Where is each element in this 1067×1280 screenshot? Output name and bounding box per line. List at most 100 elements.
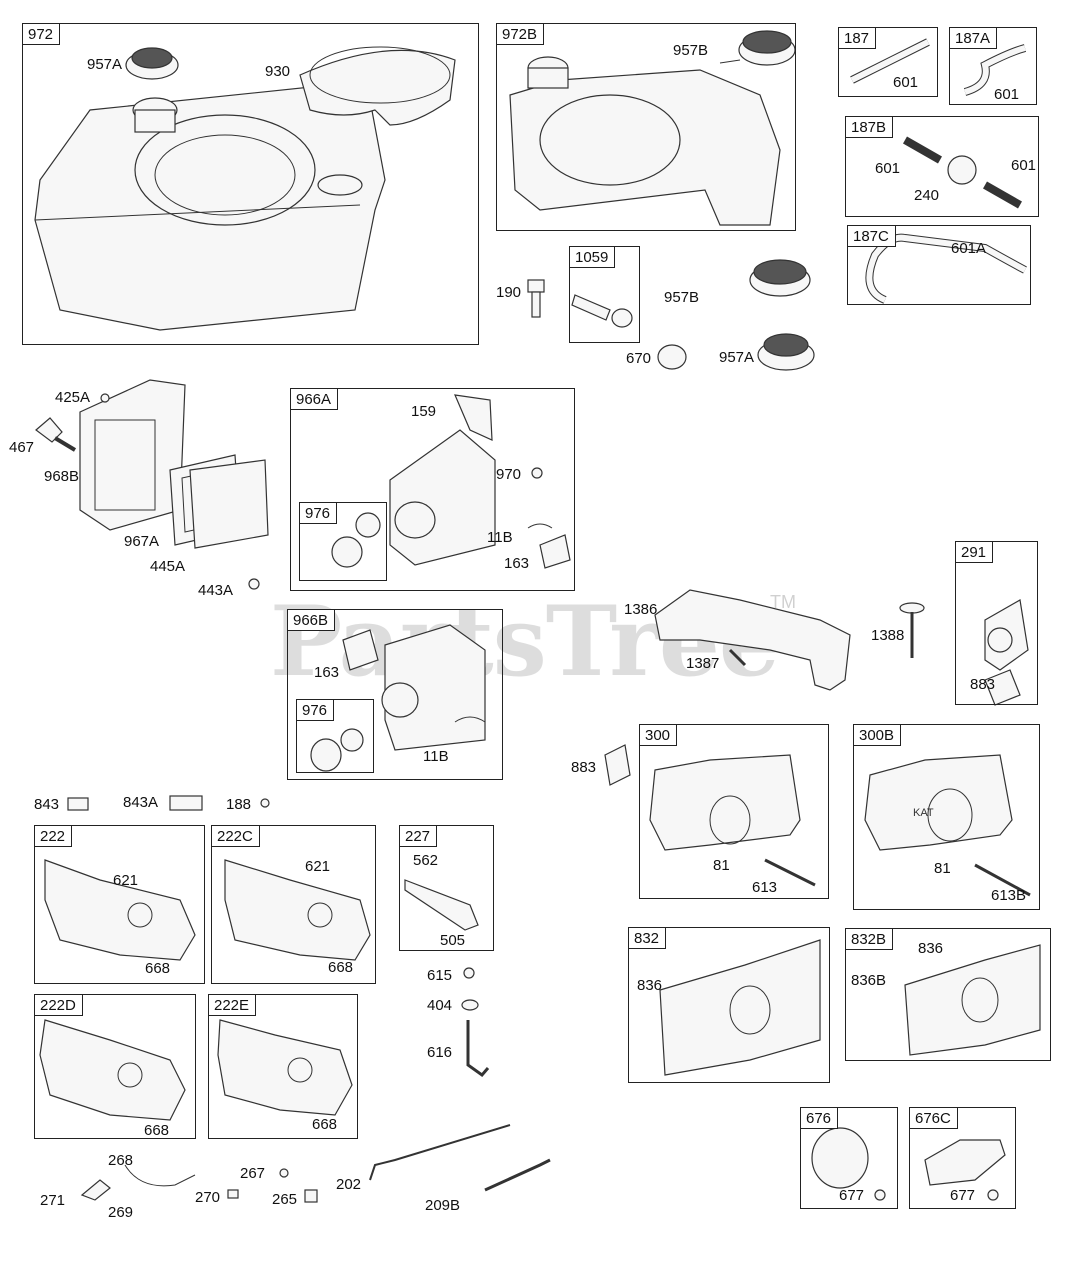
part-187-fuel-line — [850, 38, 930, 84]
box-676: 676 — [800, 1107, 898, 1209]
box-title: 1059 — [570, 247, 616, 268]
part-label: 836 — [637, 977, 663, 994]
part-label: 970 — [496, 466, 522, 483]
part-676C-cover — [924, 1139, 1006, 1186]
part-label: 613B — [991, 887, 1027, 904]
part-163-gasket-a — [539, 534, 571, 569]
box-972: 972 — [22, 23, 479, 345]
part-label: 601A — [951, 240, 987, 257]
box-187A: 187A — [949, 27, 1037, 105]
part-300B-muffler — [864, 754, 1013, 851]
part-190-bolt — [527, 279, 545, 318]
part-11B-clip-a — [527, 523, 553, 529]
part-label: 81 — [713, 857, 730, 874]
part-label: 957A — [719, 349, 755, 366]
part-227-control-lever — [404, 879, 479, 931]
part-445A-filter-frame — [189, 459, 269, 549]
box-title: 676 — [801, 1108, 839, 1129]
box-187: 187 — [838, 27, 938, 97]
part-label: 668 — [328, 959, 354, 976]
part-label: 209B — [425, 1197, 461, 1214]
part-label: 601 — [893, 74, 919, 91]
part-label: 616 — [427, 1044, 453, 1061]
part-425A-screw — [100, 393, 110, 403]
part-677-screw-a — [874, 1189, 886, 1201]
part-1059-bolt-washer — [571, 294, 633, 328]
part-label: 621 — [113, 872, 139, 889]
part-883-gasket-a — [984, 669, 1021, 706]
part-label: 562 — [413, 852, 439, 869]
part-label: 613 — [752, 879, 778, 896]
part-613-bolt — [764, 858, 816, 887]
part-613B-bolt — [974, 863, 1031, 897]
part-label: 163 — [314, 664, 340, 681]
box-966B: 966B — [287, 609, 503, 780]
box-832B: 832B — [845, 928, 1051, 1061]
box-187B: 187B — [845, 116, 1039, 217]
box-222C: 222C — [211, 825, 376, 984]
box-title: 972B — [497, 24, 545, 45]
box-title: 300 — [640, 725, 678, 746]
box-title: 187C — [848, 226, 896, 247]
part-label: 404 — [427, 997, 453, 1014]
part-label: 621 — [305, 858, 331, 875]
part-label: 267 — [240, 1165, 266, 1182]
part-271-lever — [80, 1179, 111, 1201]
part-label: 957B — [673, 42, 709, 59]
part-832B-muffler-guard — [904, 944, 1041, 1056]
box-title: 832 — [629, 928, 667, 949]
box-title: 972 — [23, 24, 61, 45]
box-title: 966B — [288, 610, 336, 631]
box-title: 222C — [212, 826, 260, 847]
part-1386-air-guide — [654, 589, 851, 691]
part-label: 957B — [664, 289, 700, 306]
part-222E-control-bracket — [217, 1019, 353, 1116]
box-title: 291 — [956, 542, 994, 563]
box-832: 832 — [628, 927, 830, 1083]
part-187B-fuel-line-filter — [903, 136, 1022, 209]
box-222: 222 — [34, 825, 205, 984]
part-label: 615 — [427, 967, 453, 984]
part-label: 967A — [124, 533, 160, 550]
part-222C-control-bracket — [224, 859, 371, 961]
part-label: 265 — [272, 1191, 298, 1208]
part-930-screen — [299, 46, 456, 126]
part-label: 271 — [40, 1192, 66, 1209]
part-label: 202 — [336, 1176, 362, 1193]
kat-marking: KAT — [913, 807, 934, 819]
box-title: 222E — [209, 995, 257, 1016]
part-966A-carburetor — [389, 394, 496, 566]
part-1388-dipstick — [899, 602, 925, 658]
part-209B-spring — [484, 1158, 551, 1192]
part-label: 668 — [312, 1116, 338, 1133]
part-label: 668 — [144, 1122, 170, 1139]
part-443A-screw — [248, 578, 260, 590]
part-843-spacer — [67, 797, 89, 811]
part-label: 836 — [918, 940, 944, 957]
part-label: 445A — [150, 558, 186, 575]
box-676C: 676C — [909, 1107, 1016, 1209]
part-label: 677 — [839, 1187, 865, 1204]
box-222D: 222D — [34, 994, 196, 1139]
part-label: 163 — [504, 555, 530, 572]
part-677-screw-b — [987, 1189, 999, 1201]
part-label: 601 — [1011, 157, 1037, 174]
part-957B-fuel-cap-bottom — [749, 259, 811, 297]
box-title: 222 — [35, 826, 73, 847]
part-187A-fuel-line — [963, 44, 1027, 96]
watermark-trademark: TM — [770, 592, 796, 612]
part-label: 930 — [265, 63, 291, 80]
part-222-control-bracket — [44, 859, 196, 961]
part-label: 425A — [55, 389, 91, 406]
part-972-blower-housing — [34, 84, 386, 331]
part-670-spacer — [657, 344, 687, 370]
part-970-screw — [531, 467, 543, 479]
part-label: 836B — [851, 972, 887, 989]
box-title: 976 — [297, 700, 335, 721]
part-976-primer-a — [331, 512, 381, 568]
part-300-muffler — [649, 754, 801, 851]
part-label: 843A — [123, 794, 159, 811]
part-label: 159 — [411, 403, 437, 420]
part-1387-spring — [728, 648, 747, 667]
part-label: 268 — [108, 1152, 134, 1169]
